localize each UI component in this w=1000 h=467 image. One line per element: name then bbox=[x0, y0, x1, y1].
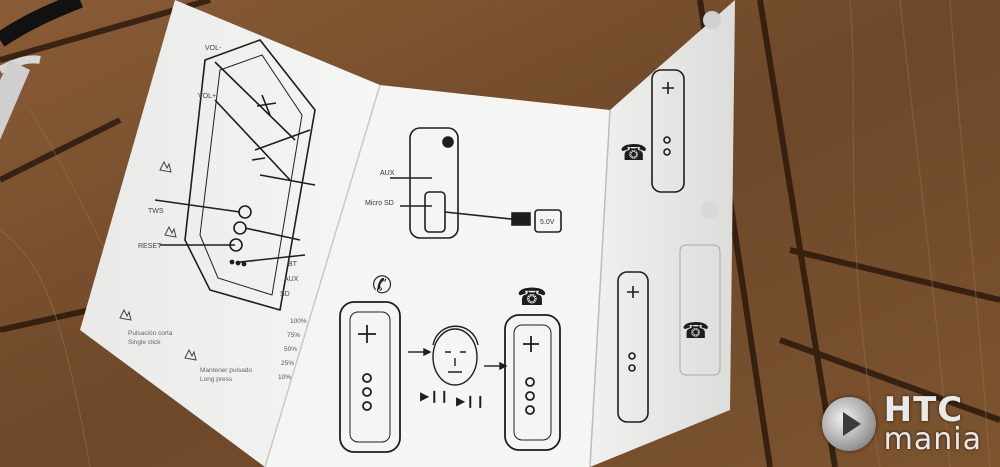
phone-outline bbox=[679, 244, 721, 376]
speaker-diagram-right-bottom bbox=[617, 271, 649, 423]
legend-short-press: Pulsación corta bbox=[128, 330, 173, 337]
play-pause-icons: ▶❙❙ ▶❙❙ bbox=[420, 389, 485, 408]
label-sd: SD bbox=[280, 291, 290, 298]
battery-50: 50% bbox=[284, 346, 297, 353]
speaker-diagram-call-left bbox=[339, 301, 401, 453]
label-vol-minus: VOL- bbox=[205, 45, 222, 52]
label-aux: AUX bbox=[284, 276, 299, 283]
label-reset: RESET bbox=[138, 243, 162, 250]
manual-right-panel bbox=[590, 0, 735, 467]
manual-left-panel bbox=[80, 0, 380, 467]
watermark-bottom: mania bbox=[883, 422, 982, 457]
label-charger-voltage: 5.0V bbox=[540, 219, 555, 226]
face-illustration bbox=[432, 325, 479, 386]
cable bbox=[0, 0, 83, 140]
label-bt: BT bbox=[288, 261, 298, 268]
label-aux-port: AUX bbox=[380, 170, 395, 177]
phone-ring-icon: ✆ bbox=[372, 272, 392, 299]
svg-text:☎: ☎ bbox=[517, 284, 547, 311]
battery-25: 25% bbox=[281, 360, 294, 367]
label-tws: TWS bbox=[148, 208, 164, 215]
svg-text:▶❙❙: ▶❙❙ bbox=[420, 389, 449, 403]
speaker-diagram-aux bbox=[390, 127, 562, 239]
label-micro-sd: Micro SD bbox=[365, 200, 394, 207]
speaker-diagram-left bbox=[154, 39, 316, 312]
battery-10: 10% bbox=[278, 374, 291, 381]
watermark-top: HTC bbox=[883, 390, 964, 431]
finger-press-icons bbox=[119, 160, 197, 361]
battery-75: 75% bbox=[287, 332, 300, 339]
call-icon-right-2: ☎ bbox=[682, 318, 709, 343]
speaker-diagram-right-top bbox=[651, 69, 685, 193]
call-icon-right-1: ☎ bbox=[620, 140, 647, 165]
watermark: HTC mania bbox=[821, 390, 982, 457]
legend-long-press: Mantener pulsado bbox=[200, 367, 252, 374]
watermark-logo-icon bbox=[821, 397, 876, 452]
speaker-diagram-call-right bbox=[504, 314, 561, 451]
svg-text:▶❙❙: ▶❙❙ bbox=[456, 394, 485, 408]
legend-long-press-sub: Long press bbox=[200, 376, 233, 383]
hang-up-icon: ☎ bbox=[517, 284, 547, 311]
label-vol-plus: VOL+ bbox=[198, 93, 216, 100]
svg-text:✆: ✆ bbox=[372, 272, 392, 299]
legend-short-press-sub: Single click bbox=[128, 339, 161, 346]
battery-100: 100% bbox=[290, 318, 307, 325]
